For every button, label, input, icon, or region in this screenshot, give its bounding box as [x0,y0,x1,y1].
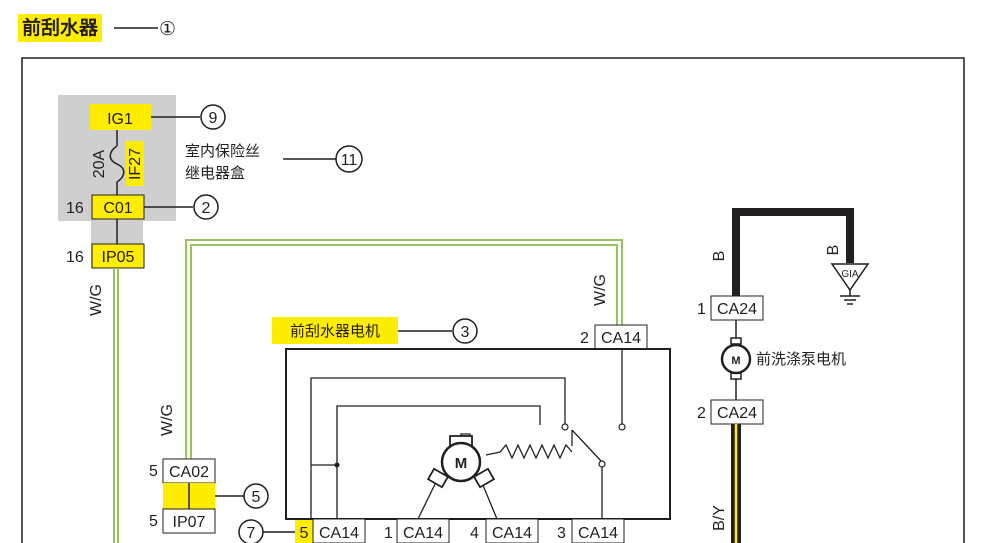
ca14-top-box [594,324,648,350]
wg-label-left: W/G [88,284,105,316]
fuse-name: IF27 [127,148,144,180]
ca14-b-box [396,518,450,543]
ca24-bot-box [710,399,764,425]
wiper-motor-label-box [272,317,398,344]
diagram-frame [21,57,965,543]
ca14-d-box [571,518,625,543]
brush-left [426,467,450,489]
callout-9-circle [200,104,226,130]
wg-label-mid: W/G [159,404,176,436]
brush-right [472,467,496,489]
b-label-left: B [711,251,728,262]
ig1-label: IG1 [107,111,133,128]
wiper-motor-internal [310,349,623,520]
callout-2: 2 [202,200,211,217]
fuse-box-label-line1: 室内保险丝 [185,142,260,160]
washer-motor-symbol [720,343,752,375]
callout-7-circle [238,519,264,543]
b-label-right: B [825,245,842,256]
ca14-a-box [312,518,366,543]
fuse-symbol [109,145,125,183]
ip07-box [162,508,216,534]
callout-7: 7 [247,525,256,542]
ca14-b-pin: 1 [384,525,393,542]
ca14-d-label: CA14 [578,525,618,542]
switch-contact-2 [618,423,626,431]
ip05-box [91,243,145,269]
junction-dot [334,462,340,468]
wiper-motor-label: 前刮水器电机 [290,322,380,340]
wg-wire-left [113,268,119,543]
c01-label: C01 [103,200,132,217]
wiper-motor-body [285,348,671,520]
washer-motor-label: 前洗涤泵电机 [756,350,846,368]
ca02-label: CA02 [169,464,209,481]
ca02-box [162,458,216,484]
ca14-c-box [485,518,539,543]
ca14-b-label: CA14 [403,525,443,542]
ip07-label: IP07 [173,514,206,531]
ca14-a-label: CA14 [319,525,359,542]
callout-9: 9 [209,110,218,127]
ca14-c-label: CA14 [492,525,532,542]
callout-2-circle [193,194,219,220]
switch-contact-3 [598,460,606,468]
callout-1: ① [159,19,176,40]
ip05-pin: 16 [66,249,84,266]
b-wire [732,208,854,296]
ip05-label: IP05 [102,249,135,266]
c01-pin: 16 [66,200,84,217]
ip07-pin: 5 [149,513,158,530]
ca14-d-pin: 3 [557,525,566,542]
callout-11-circle [335,145,363,173]
ca02-pin: 5 [149,463,158,480]
washer-motor-m: M [731,355,740,367]
wiper-motor-m: M [455,455,468,472]
ca24-bot-label: CA24 [717,405,757,422]
ca14-a-pin-box [295,520,313,543]
callout-5-circle [243,483,269,509]
callout-5: 5 [252,489,261,506]
c01-box [91,194,145,220]
ca24-top-label: CA24 [717,301,757,318]
fuse-box-label-line2: 继电器盒 [185,164,245,182]
callout-3: 3 [461,324,470,341]
ca14-top-pin: 2 [580,330,589,347]
ca14-a-pin: 5 [300,525,309,542]
fuse-name-box [126,141,144,186]
ig1-box [90,104,151,130]
by-wire [731,424,741,543]
wiper-motor-symbol [440,441,482,483]
callout-11: 11 [341,152,358,169]
ca24-top-pin: 1 [697,301,706,318]
ground-label: GIA [841,269,859,280]
washer-brush-top [730,337,742,345]
ground-triangle [830,263,870,292]
callout-3-circle [452,318,478,344]
switch-contact-1 [561,423,569,431]
by-label: B/Y [711,505,728,531]
ca14-c-pin: 4 [470,525,479,542]
ca24-top-box [710,295,764,321]
wg-wire-loop [185,239,623,460]
ca24-bot-pin: 2 [697,405,706,422]
page-title: 前刮水器 [18,14,103,42]
wg-label-top-right: W/G [592,274,609,306]
ca14-top-label: CA14 [601,330,641,347]
fuse-rating: 20A [91,149,108,178]
